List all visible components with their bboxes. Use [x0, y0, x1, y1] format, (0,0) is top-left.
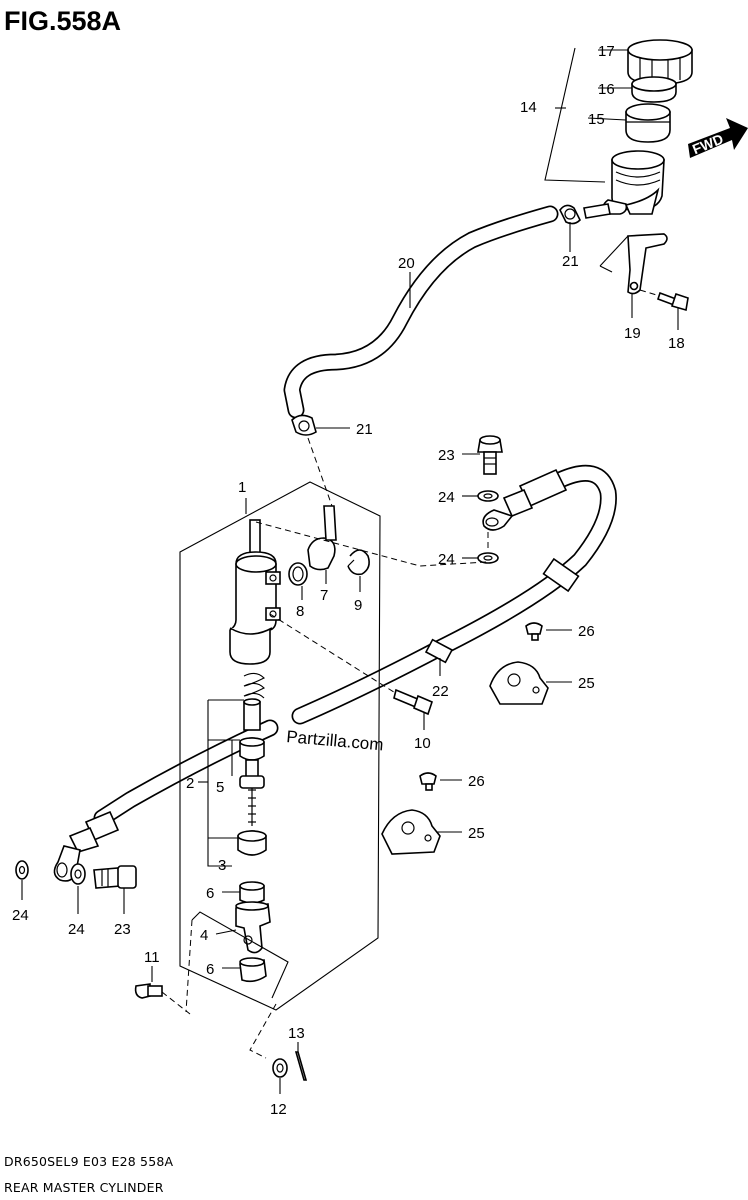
nut-upper[interactable]	[239, 881, 265, 904]
reservoir-hose[interactable]	[283, 205, 559, 419]
callout-5: 5	[216, 779, 224, 796]
callout-13: 13	[288, 1025, 305, 1042]
screw-26-lower[interactable]	[419, 772, 437, 791]
callout-7: 7	[320, 587, 328, 604]
piston[interactable]	[243, 698, 261, 731]
push-rod[interactable]	[239, 775, 265, 826]
boot[interactable]	[237, 830, 267, 856]
callout-1: 1	[238, 479, 246, 496]
callout-25-upper: 25	[578, 675, 595, 692]
callout-26-lower: 26	[468, 773, 485, 790]
callouts: 17 16 15 14 21 20 19 18 21 23 24 24 1 8 …	[12, 43, 685, 1118]
callout-19: 19	[624, 325, 641, 342]
callout-24-lower-b: 24	[68, 921, 85, 938]
callout-11: 11	[144, 949, 160, 966]
figure-title: FIG.558A	[4, 6, 121, 36]
bolt-10[interactable]	[393, 688, 433, 716]
washer-lower-b[interactable]	[70, 863, 86, 885]
nut-lower[interactable]	[239, 957, 267, 983]
callout-9: 9	[354, 597, 362, 614]
callout-6-lower: 6	[206, 961, 214, 978]
hose-clamp-upper[interactable]	[559, 204, 581, 225]
master-cylinder-assembly-box	[179, 481, 381, 1011]
washer-lower-a[interactable]	[15, 860, 29, 880]
callout-15: 15	[588, 111, 605, 128]
spring[interactable]	[243, 672, 266, 699]
reservoir-assembly	[544, 39, 693, 312]
callout-25-lower: 25	[468, 825, 485, 842]
reservoir-diaphragm[interactable]	[625, 103, 671, 143]
callout-24-upper-a: 24	[438, 489, 455, 506]
callout-6-upper: 6	[206, 885, 214, 902]
callout-24-lower-a: 24	[12, 907, 29, 924]
callout-2: 2	[186, 775, 194, 792]
model-code: DR650SEL9 E03 E28 558A	[4, 1154, 174, 1169]
washer-upper-a[interactable]	[477, 490, 499, 502]
primary-cup[interactable]	[239, 737, 265, 761]
callout-17: 17	[598, 43, 615, 60]
union-fitting[interactable]	[307, 505, 337, 571]
callout-23-lower: 23	[114, 921, 131, 938]
callout-21-upper: 21	[562, 253, 579, 270]
cotter-pin[interactable]	[294, 1051, 308, 1081]
watermark: Partzilla.com	[286, 727, 385, 754]
banjo-bolt-upper[interactable]	[477, 435, 503, 475]
reservoir-plate[interactable]	[631, 76, 677, 103]
master-cylinder-body[interactable]	[229, 519, 281, 665]
callout-8: 8	[296, 603, 304, 620]
callout-10: 10	[414, 735, 431, 752]
callout-12: 12	[270, 1101, 287, 1118]
circlip[interactable]	[347, 549, 370, 576]
callout-16: 16	[598, 81, 615, 98]
fwd-label: FWD	[690, 131, 726, 158]
bolt-11[interactable]	[134, 983, 163, 999]
callout-22: 22	[432, 683, 449, 700]
callout-24-upper-b: 24	[438, 551, 455, 568]
screw-26-upper[interactable]	[525, 622, 543, 641]
banjo-bolt-lower[interactable]	[93, 865, 137, 889]
reservoir-bracket[interactable]	[627, 233, 668, 295]
brake-hose[interactable]	[53, 464, 617, 882]
callout-14: 14	[520, 99, 537, 116]
callout-4: 4	[200, 927, 208, 944]
callout-3: 3	[218, 857, 226, 874]
hose-clamp-bracket-upper[interactable]	[489, 661, 549, 705]
callout-23-upper: 23	[438, 447, 455, 464]
callout-18: 18	[668, 335, 685, 352]
callout-20: 20	[398, 255, 415, 272]
clevis[interactable]	[235, 901, 271, 954]
hose-clamp-bracket-lower[interactable]	[381, 809, 441, 855]
callout-21-lower: 21	[356, 421, 373, 438]
reservoir-cap[interactable]	[627, 39, 693, 85]
washer-upper-b[interactable]	[477, 552, 499, 564]
o-ring[interactable]	[288, 562, 308, 586]
figure-caption: REAR MASTER CYLINDER	[4, 1180, 164, 1195]
hose-clamp-lower[interactable]	[291, 414, 317, 436]
forward-direction-arrow: FWD	[688, 118, 748, 158]
washer-12[interactable]	[272, 1058, 288, 1078]
reservoir-body[interactable]	[601, 150, 665, 215]
callout-26-upper: 26	[578, 623, 595, 640]
bolt-18[interactable]	[656, 291, 689, 312]
